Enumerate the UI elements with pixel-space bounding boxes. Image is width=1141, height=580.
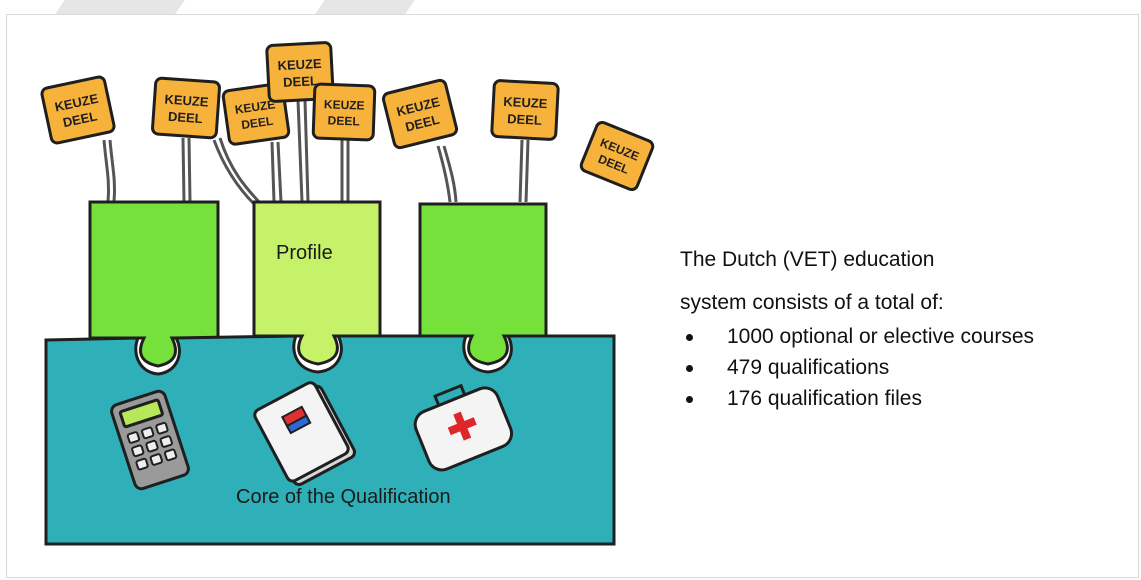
tag-text-deel: DEEL: [240, 114, 274, 132]
tag-text-deel: DEEL: [283, 73, 318, 90]
tag-text-deel: DEEL: [168, 109, 204, 126]
list-item: 479 qualifications: [680, 356, 1057, 379]
bullet-icon: [686, 396, 693, 403]
keuze-deel-tag: KEUZE DEEL: [490, 79, 560, 141]
list-item: 176 qualification files: [680, 387, 1057, 410]
calculator-icon: [110, 389, 190, 491]
description: The Dutch (VET) education: [680, 248, 934, 272]
core-label: Core of the Qualification: [236, 486, 451, 508]
tag-text-deel: DEEL: [327, 113, 359, 128]
first-aid-kit-icon: [413, 383, 514, 472]
profile-piece: [252, 200, 382, 366]
green-piece-right: [418, 202, 548, 366]
tag-strings: [102, 99, 530, 207]
book-icon: [253, 381, 357, 486]
keuze-deel-tag: KEUZE DEEL: [579, 120, 655, 192]
profile-label: Profile: [276, 242, 333, 264]
keuze-deel-tag: KEUZE DEEL: [40, 75, 116, 145]
keuze-deel-tag: KEUZE DEEL: [151, 76, 221, 140]
tag-text-keuze: KEUZE: [277, 56, 322, 73]
keuze-deel-tags: KEUZE DEEL KEUZE DEEL KEUZE DEEL KEUZE D…: [40, 41, 655, 192]
description: system consists of a total of:: [680, 291, 944, 315]
tag-text-keuze: KEUZE: [503, 94, 548, 111]
bullet-icon: [686, 334, 693, 341]
green-piece-left: [88, 200, 220, 368]
tag-text-keuze: KEUZE: [324, 97, 365, 112]
list-item: 1000 optional or elective courses: [680, 325, 1057, 348]
bullet-list: 1000 optional or elective courses 479 qu…: [680, 325, 1057, 418]
bullet-icon: [686, 365, 693, 372]
description-line-2: system consists of a total of:: [680, 291, 944, 314]
tag-text-keuze: KEUZE: [164, 91, 209, 109]
keuze-deel-tag: KEUZE DEEL: [311, 82, 377, 142]
tag-text-deel: DEEL: [61, 108, 98, 130]
tag-text-keuze: KEUZE: [234, 97, 276, 117]
keuze-deel-tag: KEUZE DEEL: [381, 78, 459, 150]
description-line-1: The Dutch (VET) education: [680, 248, 935, 271]
tag-text-deel: DEEL: [507, 111, 542, 128]
